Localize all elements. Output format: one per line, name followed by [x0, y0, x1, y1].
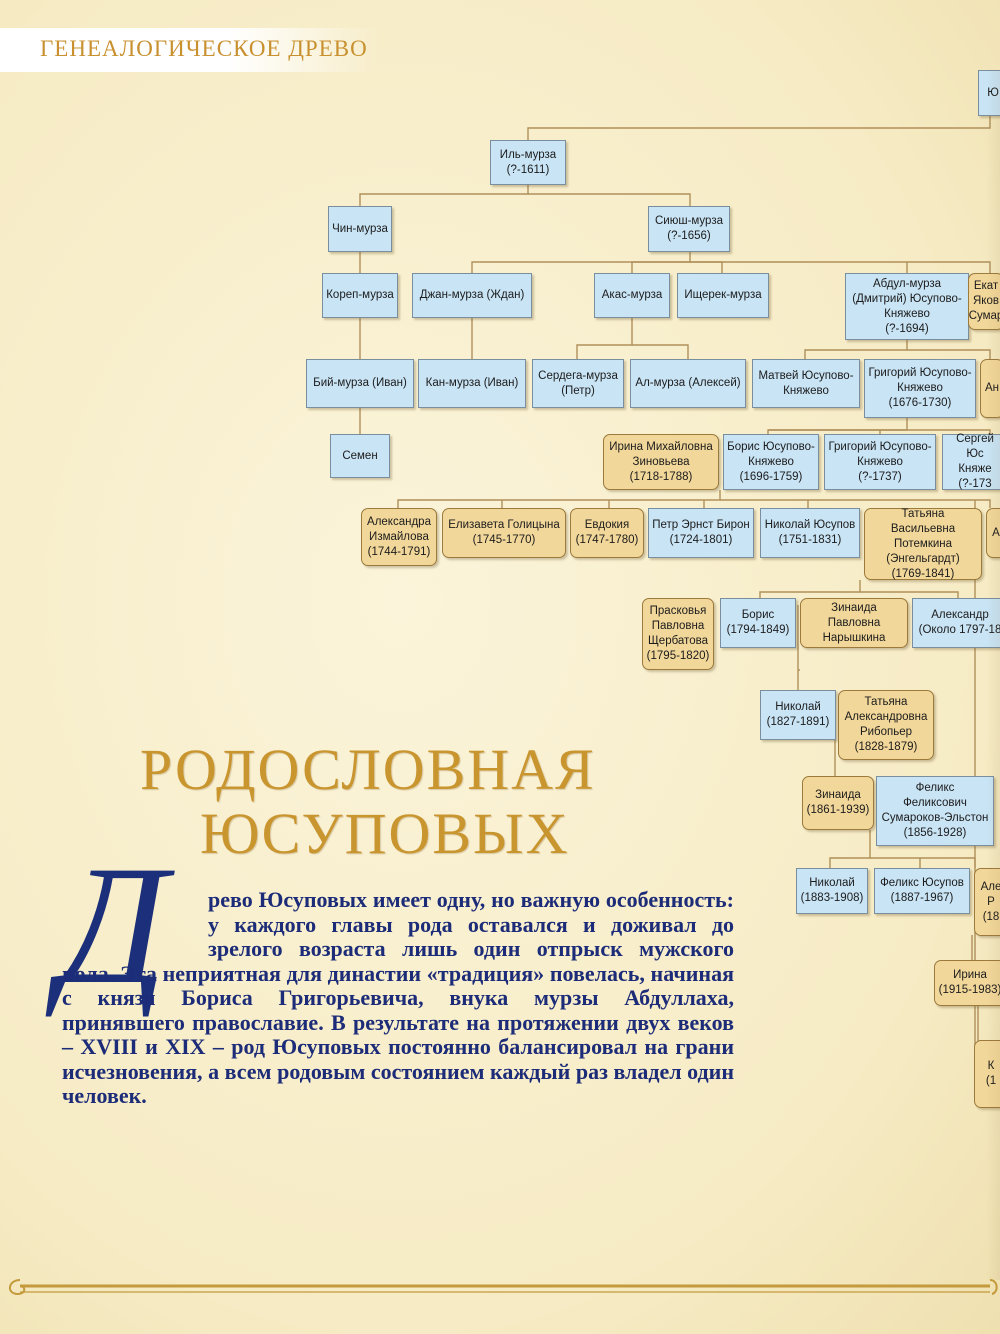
tree-node-feliks-1887: Феликс Юсупов (1887-1967): [874, 868, 970, 914]
tree-node-feliks-sumarokov: Феликс Феликсович Сумароков-Эльстон (185…: [876, 776, 994, 846]
tree-node-semen: Семен: [330, 434, 390, 478]
tree-node-tatyana-potemkina: Татьяна Васильевна Потемкина (Энгельгард…: [864, 508, 982, 580]
tree-node-a-cut: А: [986, 508, 1000, 558]
tree-node-boris-1696: Борис Юсупово- Княжево (1696-1759): [723, 434, 819, 490]
ornamental-bottom-border: [9, 1279, 998, 1296]
tree-node-praskovya: Прасковья Павловна Щербатова (1795-1820): [642, 598, 714, 670]
tree-node-grigoriy-1676: Григорий Юсупово- Княжево (1676-1730): [864, 359, 976, 418]
tree-node-sergey-cut: Сергей Юс Княже (?-173: [942, 433, 1000, 490]
tree-node-serdega-murza: Сердега-мурза (Петр): [532, 359, 624, 408]
dropcap-letter: Д: [58, 831, 168, 1019]
tree-node-zinaida-naryshkina: Зинаида Павловна Нарышкина: [800, 598, 908, 648]
tree-node-nikolay-1827: Николай (1827-1891): [760, 690, 836, 740]
tree-node-grigoriy-1737: Григорий Юсупово- Княжево (?-1737): [824, 434, 936, 490]
tree-node-biy-murza: Бий-мурза (Иван): [306, 359, 414, 408]
heading-line-1: РОДОСЛОВНАЯ: [140, 737, 596, 802]
page-heading: РОДОСЛОВНАЯ ЮСУПОВЫХ: [140, 738, 660, 866]
heading-line-2: ЮСУПОВЫХ: [200, 801, 570, 866]
tree-node-ale-cut: Але Р (18: [974, 868, 1000, 936]
tree-node-korep-murza: Кореп-мурза: [322, 273, 398, 318]
tree-node-chin-murza: Чин-мурза: [328, 206, 392, 252]
tree-node-evdokiya: Евдокия (1747-1780): [570, 508, 644, 558]
tree-node-matvey: Матвей Юсупово- Княжево: [752, 359, 860, 408]
tree-node-elizaveta-golitsyna: Елизавета Голицына (1745-1770): [442, 508, 566, 558]
tree-node-al-murza: Ал-мурза (Алексей): [630, 359, 746, 408]
tree-node-dzhan-murza: Джан-мурза (Ждан): [412, 273, 532, 318]
section-header-bar: [0, 28, 380, 72]
tree-node-top-cut: Ю: [978, 70, 1000, 116]
tree-node-akas-murza: Акас-мурза: [594, 273, 670, 318]
intro-paragraph: рево Юсуповых имеет одну, но важную особ…: [62, 887, 734, 1108]
tree-node-aleksandra-izmaylova: Александра Измайлова (1744-1791): [361, 508, 437, 566]
tree-node-boris-1794: Борис (1794-1849): [720, 598, 796, 648]
tree-node-k-cut: К (1: [974, 1040, 1000, 1108]
tree-node-petr-biron: Петр Эрнст Бирон (1724-1801): [648, 508, 754, 558]
tree-node-ekat-cut: Екат Яков Сумар: [968, 273, 1000, 330]
tree-node-nikolay-1883: Николай (1883-1908): [796, 868, 868, 914]
tree-node-an-cut: Ан: [980, 359, 1000, 418]
tree-node-tatyana-ribopyer: Татьяна Александровна Рибопьер (1828-187…: [838, 690, 934, 760]
tree-node-siyush-murza: Сиюш-мурза (?-1656): [648, 206, 730, 252]
section-title: ГЕНЕАЛОГИЧЕСКОЕ ДРЕВО: [40, 36, 368, 61]
tree-node-il-murza: Иль-мурза (?-1611): [490, 140, 566, 185]
tree-node-zinaida-1861: Зинаида (1861-1939): [802, 776, 874, 830]
tree-node-irina-zinovyeva: Ирина Михайловна Зиновьева (1718-1788): [603, 434, 719, 490]
tree-node-abdul-murza: Абдул-мурза (Дмитрий) Юсупово- Княжево (…: [845, 273, 969, 340]
tree-node-irina-1915: Ирина (1915-1983): [934, 960, 1000, 1006]
page-edge-shadow: [986, 70, 1000, 1280]
tree-node-aleksandr-1797: Александр (Около 1797-18: [912, 598, 1000, 648]
tree-node-nikolay-1751: Николай Юсупов (1751-1831): [760, 508, 860, 558]
tree-node-ishcherek-murza: Ищерек-мурза: [677, 273, 769, 318]
tree-node-kan-murza: Кан-мурза (Иван): [418, 359, 526, 408]
